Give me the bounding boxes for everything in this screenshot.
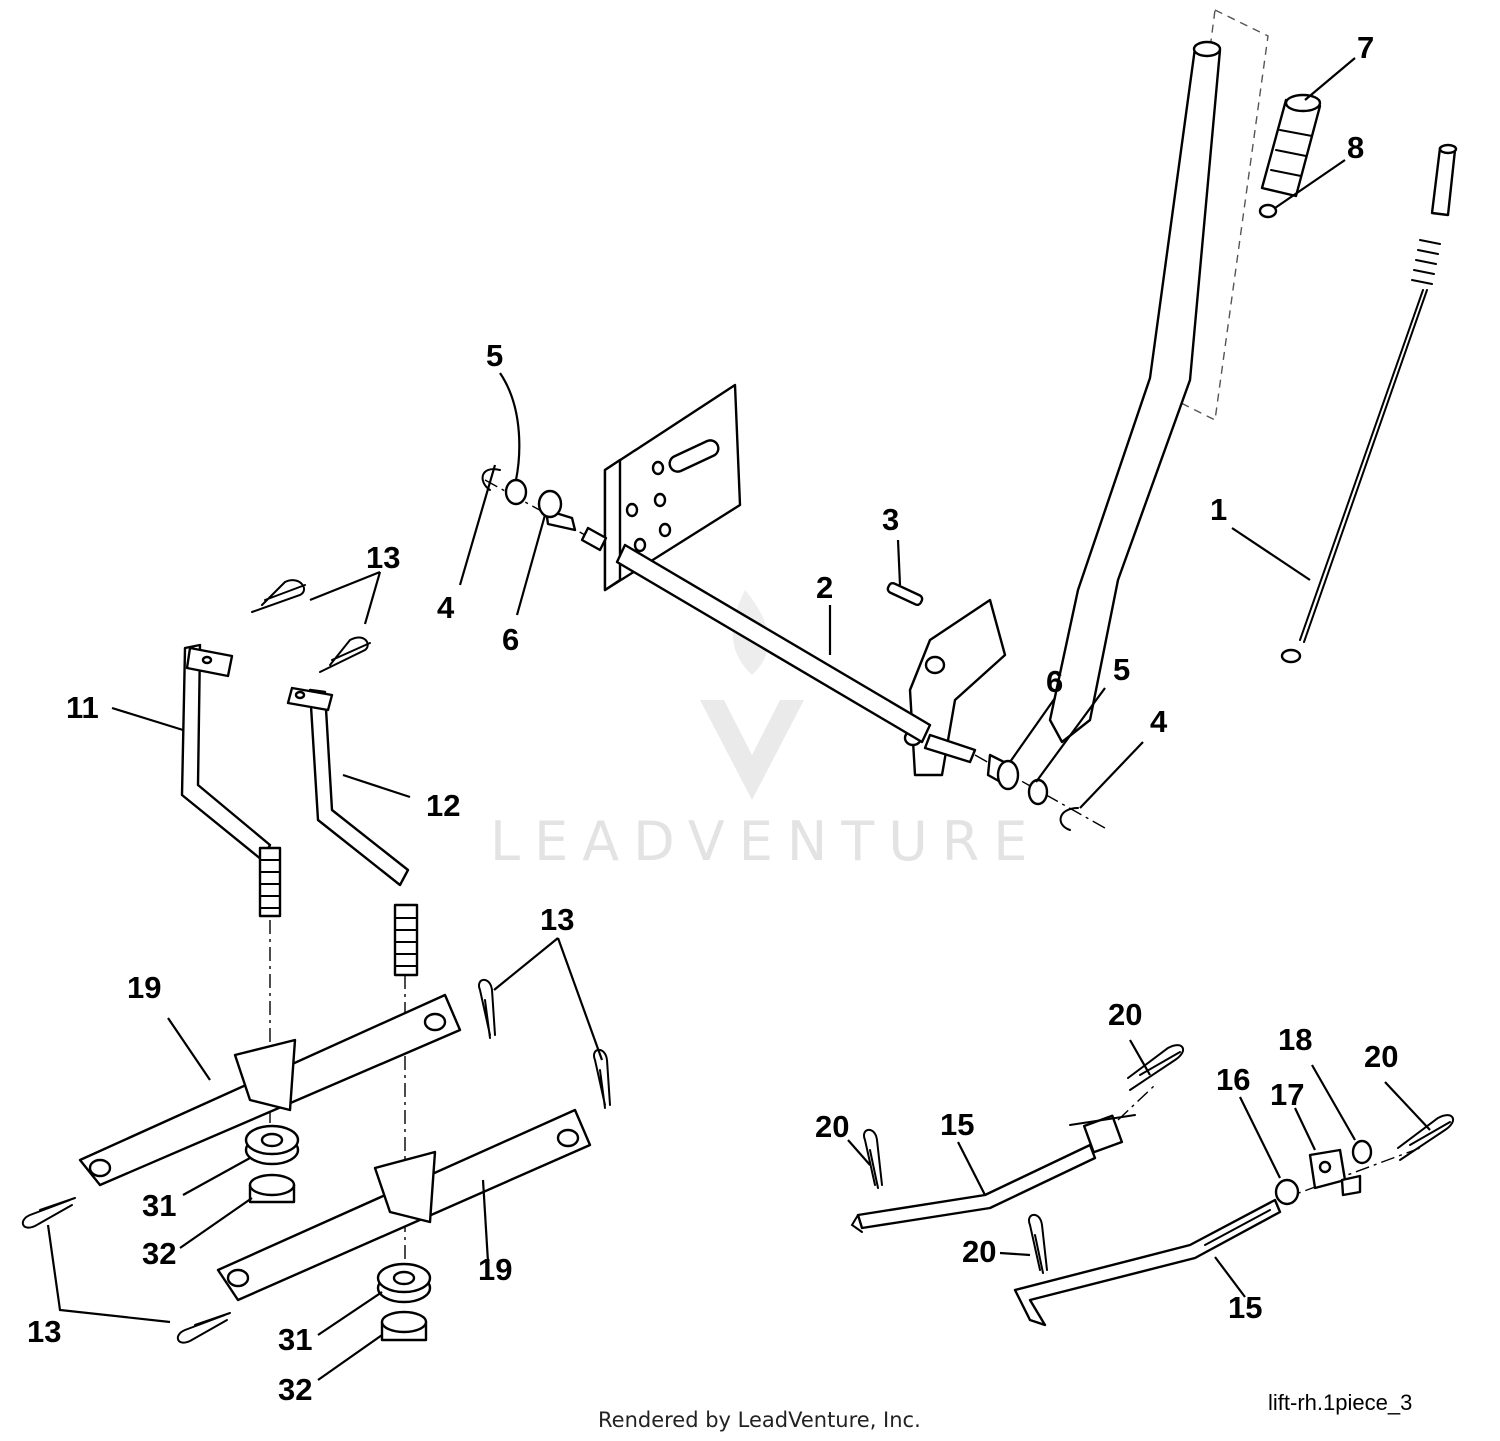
- hairpin-clip-13f: [176, 1312, 231, 1344]
- callout-32-upper: 32: [142, 1236, 176, 1271]
- callout-20-bottom: 20: [962, 1234, 996, 1269]
- callout-17: 17: [1270, 1077, 1304, 1112]
- hairpin-clip-13a: [251, 579, 306, 613]
- hairpin-clip-20d: [1028, 1213, 1048, 1274]
- trunnion-17: [1308, 1148, 1362, 1197]
- washer-left: [504, 478, 528, 506]
- hairpin-clip-13c: [478, 978, 496, 1039]
- callout-13-top: 13: [366, 540, 400, 575]
- callout-6-right: 6: [1046, 664, 1063, 699]
- bushing-right: [986, 753, 1020, 791]
- callout-31-lower: 31: [278, 1322, 312, 1357]
- hairpin-clip-13e: [21, 1197, 76, 1229]
- rod-15-lower-axis: [1279, 1147, 1421, 1201]
- callout-2: 2: [816, 570, 833, 605]
- callout-1: 1: [1210, 492, 1227, 527]
- callout-19-lower: 19: [478, 1252, 512, 1287]
- callout-20-right: 20: [1364, 1039, 1398, 1074]
- callout-12: 12: [426, 788, 460, 823]
- watermark-text: LEADVENTURE: [490, 810, 1041, 873]
- callout-5-left: 5: [486, 338, 503, 373]
- lift-shaft: [580, 526, 977, 764]
- hairpin-clip-20c: [863, 1128, 883, 1189]
- callout-labels: 7 8 1 2 3 5 4 6 6 5 4 13 11 12 19 13 31 …: [27, 30, 1398, 1407]
- hairpin-clip-13b: [319, 636, 371, 673]
- washer-right: [1027, 778, 1049, 806]
- callout-4-left: 4: [437, 590, 455, 625]
- adjust-rod-15-lower: [1013, 1198, 1282, 1327]
- nut-16: [1274, 1178, 1300, 1206]
- rod-15-upper-axis: [1117, 1084, 1156, 1121]
- callout-5-right: 5: [1113, 652, 1130, 687]
- nut-32-upper: [248, 1173, 296, 1204]
- spacer-31-lower: [376, 1262, 432, 1304]
- hairpin-clip-20b: [1397, 1114, 1455, 1161]
- washer-18: [1351, 1139, 1373, 1165]
- leader-lines: [46, 57, 1431, 1381]
- spacer-31-upper: [244, 1124, 300, 1166]
- callout-20-top: 20: [1108, 997, 1142, 1032]
- figure-id: lift-rh.1piece_3: [1268, 1390, 1413, 1415]
- callout-31-upper: 31: [142, 1188, 176, 1223]
- callout-4-right: 4: [1150, 704, 1168, 739]
- callout-18: 18: [1278, 1022, 1312, 1057]
- callout-19-upper: 19: [127, 970, 161, 1005]
- callout-11: 11: [66, 690, 99, 725]
- clip-right: [1059, 807, 1079, 831]
- mounting-plate: [603, 383, 742, 592]
- callout-16: 16: [1216, 1062, 1250, 1097]
- lift-arm-19-lower: [216, 1108, 592, 1302]
- link-rod-11: [180, 643, 282, 918]
- lift-lever-handle: [1048, 40, 1222, 744]
- callout-13-mid: 13: [540, 902, 574, 937]
- bushing-left: [537, 489, 577, 532]
- link-rod-12: [286, 686, 419, 977]
- callout-15-lower: 15: [1228, 1290, 1262, 1325]
- grip-cap: [1258, 203, 1278, 219]
- adjust-rod-15-upper: [850, 1114, 1136, 1233]
- callout-32-lower: 32: [278, 1372, 312, 1407]
- roll-pin: [886, 581, 924, 607]
- shaft-axis-left: [484, 479, 586, 536]
- nut-32-lower: [380, 1310, 428, 1342]
- lift-arm-19-upper: [78, 993, 462, 1187]
- callout-3: 3: [882, 502, 899, 537]
- lever-grip: [1260, 93, 1322, 198]
- footer-credit: Rendered by LeadVenture, Inc.: [598, 1408, 921, 1432]
- callout-20-left: 20: [815, 1109, 849, 1144]
- callout-8: 8: [1347, 130, 1364, 165]
- callout-15-upper: 15: [940, 1107, 974, 1142]
- callout-7: 7: [1357, 30, 1374, 65]
- callout-6-left: 6: [502, 622, 519, 657]
- callout-13-bottom: 13: [27, 1314, 61, 1349]
- lift-cable-rod: [1280, 143, 1458, 664]
